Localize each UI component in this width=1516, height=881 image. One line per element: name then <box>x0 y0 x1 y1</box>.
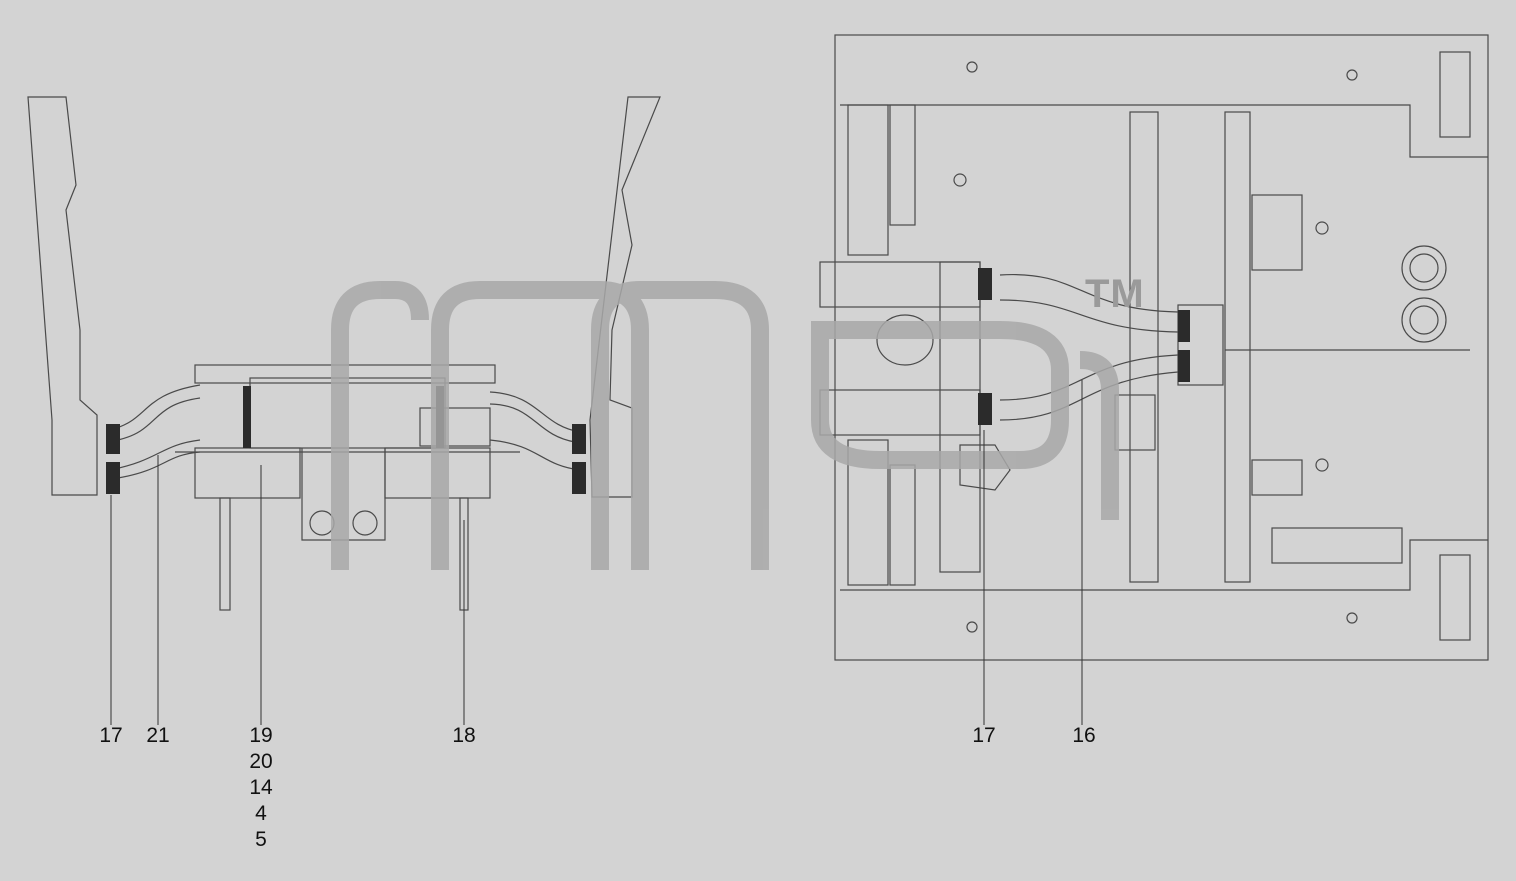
clamp-rv-lower <box>978 393 992 425</box>
callout-right-16: 16 <box>1072 724 1096 747</box>
center-beam-right <box>1224 111 1251 583</box>
hose-left-upper <box>109 384 201 431</box>
mount-plate <box>939 261 981 573</box>
clamp-right-lower <box>572 462 586 494</box>
callout-left-18: 18 <box>452 724 476 747</box>
clamp-left-lower <box>106 462 120 494</box>
floor-plate-outline <box>834 34 1489 661</box>
callout-left-5: 5 <box>255 828 267 851</box>
mount-oval <box>876 314 934 366</box>
valve-box <box>419 407 491 447</box>
hose-left-upper-2 <box>117 397 201 441</box>
rod-left <box>219 497 231 611</box>
trademark-mark: TM <box>1085 272 1145 316</box>
left-rail-upper <box>847 104 889 256</box>
clamp-rv-block-lower <box>1178 350 1190 382</box>
hose-left-lower-2 <box>117 451 201 479</box>
callout-left-17: 17 <box>99 724 123 747</box>
left-rail-lower <box>847 439 889 586</box>
port-large-lower <box>1401 297 1447 343</box>
callout-left-19: 19 <box>249 724 273 747</box>
clamp-left-upper <box>106 424 120 454</box>
outlet-hole-2 <box>352 510 378 536</box>
hose-rv-1 <box>999 273 1179 313</box>
hose-plate-left <box>819 261 981 308</box>
left-side-bracket <box>27 96 98 496</box>
hose-right-lower <box>489 439 581 471</box>
pad-top-right <box>1439 51 1471 138</box>
callout-left-20: 20 <box>249 750 273 773</box>
clamp-right-upper <box>572 424 586 454</box>
watermark-logo <box>331 281 1119 570</box>
connector-block <box>1177 304 1224 386</box>
clamp-rv-block-upper <box>1178 310 1190 342</box>
hose-rv-4 <box>999 371 1179 421</box>
strip-upper <box>889 104 916 226</box>
port-large-upper <box>1401 245 1447 291</box>
switch-panel-upper <box>1251 194 1303 271</box>
square-panel <box>1114 394 1156 451</box>
hose-right-upper-2 <box>489 403 576 443</box>
strip-lower <box>889 464 916 586</box>
hose-rv-2 <box>999 299 1179 333</box>
hose-right-upper <box>489 391 581 433</box>
center-beam-left <box>1129 111 1159 583</box>
heater-lower-housing <box>194 447 301 499</box>
hose-left-lower <box>109 439 201 471</box>
hose-plate-left-lower <box>819 389 981 436</box>
hose-rv-3 <box>999 354 1179 401</box>
pad-bottom-right <box>1439 554 1471 641</box>
outlet-hole-1 <box>309 510 335 536</box>
callout-left-4: 4 <box>255 802 267 825</box>
callout-right-17: 17 <box>972 724 996 747</box>
floor-plate-inner <box>840 104 1488 158</box>
clamp-core-left <box>243 386 251 448</box>
clamp-rv-upper <box>978 268 992 300</box>
mount-cover <box>959 444 1011 491</box>
callout-left-21: 21 <box>146 724 170 747</box>
switch-panel-lower <box>1251 459 1303 496</box>
callout-left-14: 14 <box>249 776 273 799</box>
slot-plate <box>1271 527 1403 564</box>
